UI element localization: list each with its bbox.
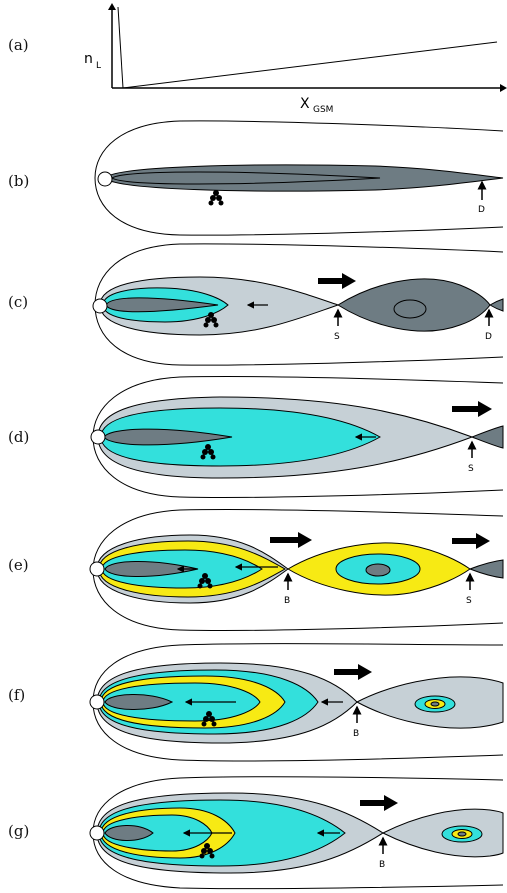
panel-label-e: (e) [8, 556, 29, 574]
x-axis-arrowhead [500, 84, 507, 92]
tailward-flow-arrow [452, 533, 490, 549]
earth-icon [89, 561, 105, 577]
panel-b-magnetosphere: D [94, 120, 504, 236]
inner-plasma-sheet [111, 171, 381, 185]
marker-s-label: S [466, 596, 472, 606]
magnetopause [94, 120, 504, 236]
tail-lobe-right [489, 298, 504, 312]
y-axis-label-sub: L [96, 61, 101, 71]
panel-a-plot: n L X GSM [84, 3, 507, 115]
plasmoid-core [457, 831, 467, 837]
panel-c-magnetosphere: S D [92, 243, 504, 366]
panel-label-b: (b) [8, 172, 30, 190]
plasmoid-core [430, 701, 440, 707]
tailward-flow-arrow [318, 273, 356, 289]
earth-icon [89, 825, 105, 841]
particle-cluster-icon [199, 843, 215, 859]
marker-d-label: D [478, 205, 485, 215]
panel-d-magnetosphere: S [90, 376, 504, 498]
x-axis-label: X [300, 96, 310, 112]
inner-plasma-sheet [104, 561, 199, 577]
plasmoid-core [365, 563, 391, 577]
particle-cluster-icon [201, 711, 217, 727]
panel-label-a: (a) [8, 36, 29, 54]
panel-label-g: (g) [8, 822, 30, 840]
tailward-flow-arrow [334, 664, 372, 680]
earth-icon [89, 694, 105, 710]
panel-f-magnetosphere: B [89, 643, 504, 762]
density-curve-steep [117, 6, 124, 89]
earth-icon [97, 171, 113, 187]
marker-s-label: S [334, 332, 340, 342]
panel-label-d: (d) [8, 428, 30, 446]
inner-plasma-sheet [103, 428, 233, 446]
tail-lobe-right [470, 425, 504, 449]
marker-b-label: B [353, 729, 359, 739]
density-curve-ramp [122, 41, 498, 89]
particle-cluster-icon [197, 573, 213, 589]
earth-icon [90, 429, 106, 445]
cyan-inner-region [102, 682, 261, 722]
tailward-flow-arrow [360, 795, 398, 811]
x-axis-label-sub: GSM [313, 105, 333, 115]
particle-cluster-icon [200, 444, 216, 460]
earth-icon [92, 298, 108, 314]
marker-s-label: S [468, 464, 474, 474]
tail-lobe-right [468, 559, 504, 579]
panel-e-magnetosphere: B S [89, 509, 504, 631]
y-axis-label: n [84, 51, 93, 67]
panel-label-f: (f) [8, 686, 26, 704]
inner-plasma-sheet [104, 694, 174, 710]
marker-d-label: D [485, 332, 492, 342]
marker-b-label: B [284, 596, 290, 606]
tailward-flow-arrow [452, 401, 492, 417]
plasmoid-core [393, 299, 427, 319]
panel-label-c: (c) [8, 293, 29, 311]
particle-cluster-icon [203, 312, 219, 328]
tailward-flow-arrow [270, 532, 312, 548]
marker-b-label: B [379, 860, 385, 870]
y-axis-arrowhead [108, 3, 116, 10]
cyan-region [100, 407, 382, 467]
particle-cluster-icon [208, 190, 224, 206]
inner-plasma-sheet [105, 297, 219, 313]
panel-g-magnetosphere: B [89, 776, 504, 890]
inner-plasma-sheet [104, 825, 154, 841]
